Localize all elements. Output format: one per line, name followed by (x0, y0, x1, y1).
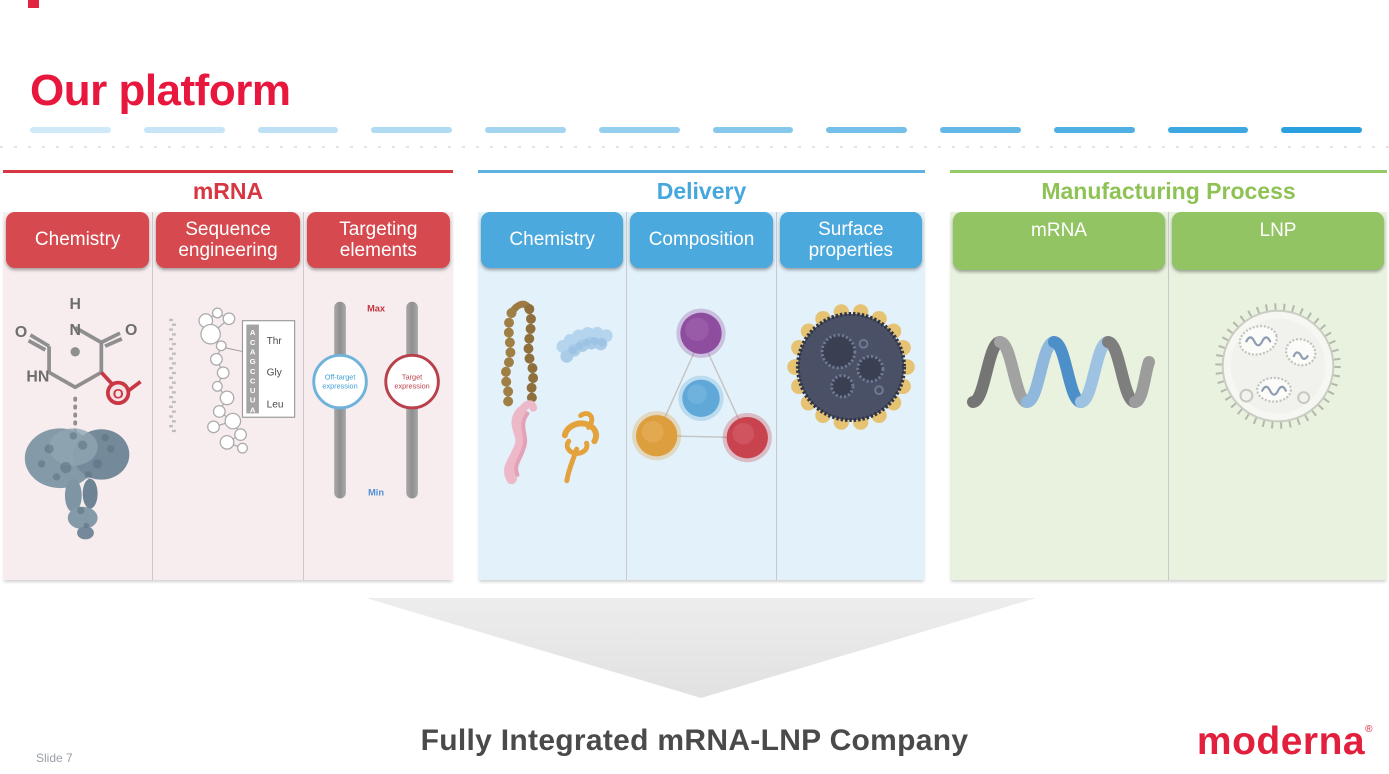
micro-sequence-strip (169, 318, 176, 433)
card-mrna-sequence-engineering: Sequence engineering (156, 212, 300, 268)
registered-mark: ® (1365, 724, 1373, 735)
mrna-columns: Chemistry H N O O HN (3, 212, 453, 580)
off-target-label-line2: expression (323, 381, 358, 390)
nucleotide-structure-illustration: H N O O HN O (15, 296, 142, 540)
dotted-divider (0, 146, 1389, 148)
lnp-surface-illustration (787, 304, 915, 430)
moderna-logo-text: moderna (1196, 720, 1366, 763)
scale-min-label: Min (368, 487, 384, 497)
column-delivery-surface-properties: Surface properties (775, 212, 925, 580)
column-manufacturing-mrna: mRNA (950, 212, 1168, 580)
atom-label-n: N (69, 322, 80, 339)
target-label-line2: expression (395, 381, 430, 390)
card-manufacturing-lnp: LNP (1172, 212, 1384, 270)
off-target-expression-knob: Off-target expression (312, 353, 369, 410)
codon-letter: C (250, 376, 256, 385)
mrna-vesicles (1238, 325, 1317, 403)
card-delivery-surface-properties: Surface properties (779, 212, 922, 268)
delivery-columns: Chemistry (478, 212, 925, 580)
column-mrna-sequence-engineering: Sequence engineering (152, 212, 303, 580)
dashed-divider (30, 127, 1362, 133)
mrna-section-title: mRNA (192, 178, 264, 204)
card-mrna-targeting-elements: Targeting elements (306, 212, 450, 268)
inner-vesicles (820, 333, 885, 399)
mrna-strand-illustration (967, 336, 1155, 408)
column-delivery-composition: Composition (626, 212, 776, 580)
rna-secondary-structure-illustration: A C A G C C U U A Thr Gly (169, 307, 296, 454)
codon-letter: A (250, 347, 256, 356)
residue-leu: Leu (267, 400, 284, 411)
mrna-section-line (3, 170, 453, 173)
scale-max-label: Max (367, 304, 386, 314)
column-delivery-chemistry: Chemistry (478, 212, 627, 580)
card-delivery-composition: Composition (630, 212, 773, 268)
purple-particle (676, 308, 727, 358)
card-manufacturing-mrna: mRNA (953, 212, 1165, 270)
manufacturing-section-line (950, 170, 1387, 173)
codon-letter: U (250, 386, 256, 395)
codon-letter: G (250, 357, 256, 366)
atom-label-hn: HN (26, 369, 49, 386)
atom-label-o-right: O (125, 322, 137, 339)
blue-particle (678, 375, 725, 421)
section-delivery: Delivery Chemistry (478, 170, 925, 580)
residue-gly: Gly (267, 368, 283, 379)
off-target-label-line1: Off-target (325, 373, 356, 382)
codon-letter: U (250, 396, 256, 405)
column-mrna-targeting-elements: Targeting elements (302, 212, 453, 580)
composition-triangle-illustration (632, 308, 773, 463)
codon-letter: A (250, 405, 256, 414)
delivery-section-title: Delivery (656, 178, 747, 204)
section-manufacturing: Manufacturing Process mRNA (950, 170, 1387, 580)
page-title: Our platform (30, 66, 291, 115)
codon-letter: C (250, 338, 256, 347)
protein-blob (24, 428, 129, 540)
section-mrna: mRNA Chemistry H N O O HN (3, 170, 453, 580)
manufacturing-columns: mRNA LNP (950, 212, 1387, 580)
manufacturing-section-title: Manufacturing Process (1041, 178, 1296, 204)
lipid-molecules-illustration (500, 300, 615, 484)
expression-sliders-illustration: Max Min Off-target expression Target exp… (312, 301, 441, 499)
brown-lipid-chain (500, 300, 539, 409)
orange-lipid-squiggle (562, 411, 600, 484)
blue-lipid-cluster (556, 326, 615, 363)
card-mrna-chemistry: Chemistry (6, 212, 150, 268)
top-left-red-mark (28, 0, 39, 8)
column-mrna-chemistry: Chemistry H N O O HN (3, 212, 153, 580)
pink-lipid-ribbon (504, 400, 538, 484)
codon-table: A C A G C C U U A Thr Gly (241, 320, 296, 418)
red-particle (723, 413, 773, 463)
residue-thr: Thr (267, 336, 283, 347)
slide-number: Slide 7 (36, 751, 73, 765)
codon-letter: C (250, 367, 256, 376)
lnp-particle-illustration (1215, 303, 1341, 429)
orange-particle (632, 411, 682, 461)
atom-label-o-left: O (15, 324, 27, 341)
down-arrow (366, 598, 1036, 698)
card-delivery-chemistry: Chemistry (481, 212, 624, 268)
codon-letter: A (250, 328, 256, 337)
atom-label-h: H (69, 296, 80, 313)
conclusion-title: Fully Integrated mRNA-LNP Company (420, 724, 969, 757)
moderna-logo: moderna® (1197, 720, 1373, 764)
target-expression-knob: Target expression (384, 353, 441, 410)
target-label-line1: Target (402, 373, 422, 382)
rna-cloverleaf (198, 307, 248, 454)
column-manufacturing-lnp: LNP (1168, 212, 1387, 580)
atom-label-o-methyl: O (112, 385, 123, 401)
delivery-section-line (478, 170, 925, 173)
